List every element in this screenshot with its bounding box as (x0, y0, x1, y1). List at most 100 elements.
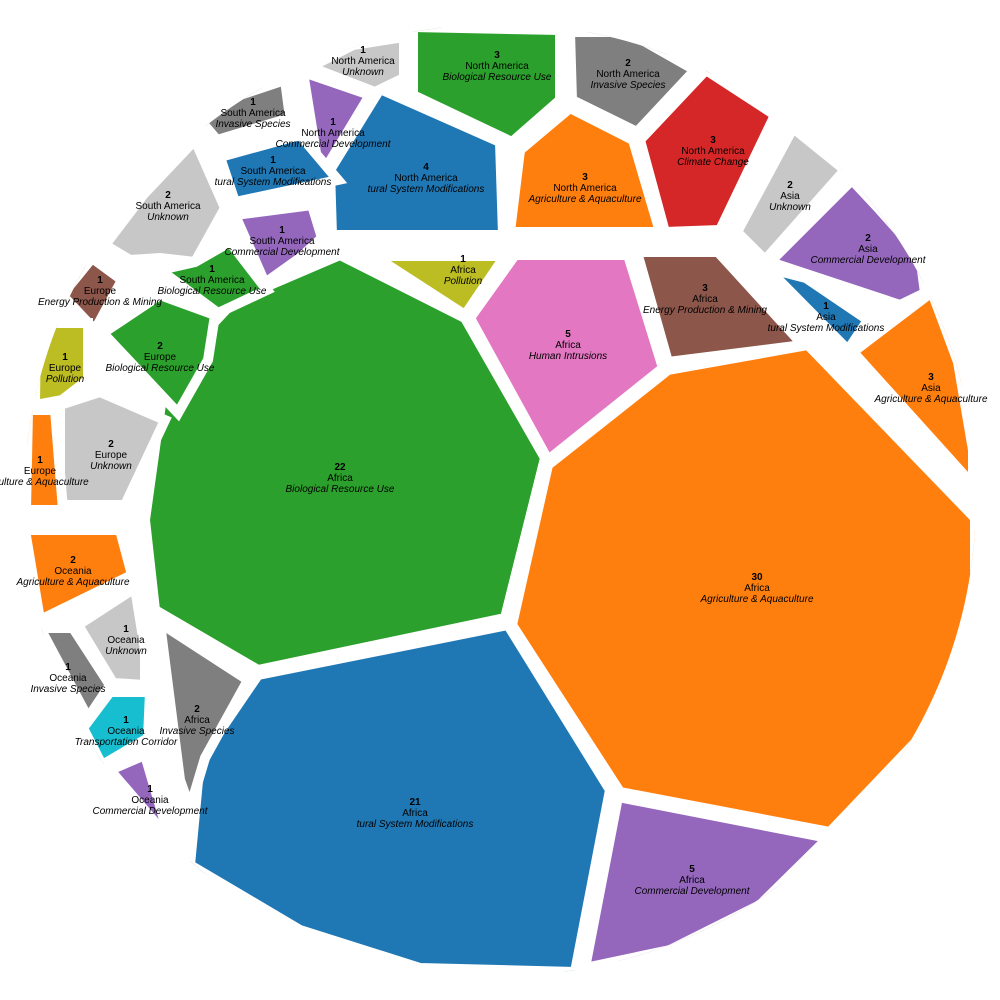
cell-category-label: Commercial Development (92, 806, 208, 817)
cell-count-label: 2 (787, 180, 793, 191)
cell-eu-agri[interactable] (24, 405, 69, 515)
cell-category-label: Commercial Development (810, 255, 926, 266)
cell-region-label: Africa (744, 583, 770, 594)
cell-af-hum[interactable] (464, 250, 669, 468)
cell-region-label: Oceania (54, 566, 92, 577)
cell-category-label: Energy Production & Mining (643, 305, 767, 316)
cell-na-agri[interactable] (504, 102, 667, 237)
cell-region-label: Europe (95, 450, 128, 461)
cell-category-label: Unknown (90, 461, 132, 472)
cell-count-label: 4 (423, 162, 429, 173)
cell-category-label: Agriculture & Aquaculture (699, 594, 813, 605)
cell-oc-com[interactable] (101, 748, 175, 844)
cell-category-label: iculture & Aquaculture (0, 477, 89, 488)
cell-count-label: 3 (494, 50, 500, 61)
cell-count-label: 1 (37, 455, 43, 466)
cell-category-label: Energy Production & Mining (38, 297, 162, 308)
cell-category-label: Pollution (444, 276, 483, 287)
cell-count-label: 21 (409, 797, 421, 808)
cell-oc-agri[interactable] (24, 525, 138, 628)
cell-category-label: Commercial Development (634, 886, 750, 897)
cell-region-label: North America (596, 69, 660, 80)
cell-region-label: Africa (679, 875, 705, 886)
cell-region-label: North America (465, 61, 529, 72)
cell-category-label: Invasive Species (590, 80, 665, 91)
cell-count-label: 3 (710, 135, 716, 146)
cell-region-label: Europe (24, 466, 57, 477)
cell-count-label: 2 (165, 190, 171, 201)
cell-sa-com[interactable] (227, 199, 328, 291)
cell-as-nat[interactable] (750, 258, 875, 358)
cell-af-pol[interactable] (357, 251, 515, 322)
cell-count-label: 1 (123, 715, 129, 726)
cell-sa-unk[interactable] (97, 131, 231, 268)
cell-count-label: 2 (108, 439, 114, 450)
cell-count-label: 1 (823, 301, 829, 312)
cell-region-label: Oceania (107, 635, 145, 646)
cell-category-label: Agriculture & Aquaculture (527, 194, 641, 205)
cell-category-label: Transportation Corridor (75, 737, 178, 748)
cell-count-label: 3 (582, 172, 588, 183)
cell-category-label: Agriculture & Aquaculture (873, 394, 987, 405)
cell-oc-inv[interactable] (31, 623, 116, 728)
cell-category-label: Commercial Development (224, 247, 340, 258)
cell-region-label: Europe (49, 363, 82, 374)
cell-count-label: 1 (123, 624, 129, 635)
cell-eu-bio[interactable] (95, 289, 221, 422)
cell-region-label: Africa (450, 265, 476, 276)
cell-count-label: 1 (147, 784, 153, 795)
cell-category-label: Unknown (769, 202, 811, 213)
cell-na-bio[interactable] (408, 24, 565, 148)
cell-af-energy[interactable] (630, 247, 814, 368)
cell-region-label: Oceania (131, 795, 169, 806)
cell-count-label: 2 (625, 58, 631, 69)
cell-count-label: 2 (157, 341, 163, 352)
cell-region-label: North America (394, 173, 458, 184)
cell-sa-nat[interactable] (213, 129, 348, 208)
cell-category-label: Pollution (46, 374, 85, 385)
cell-region-label: South America (220, 108, 285, 119)
cell-category-label: tural System Modifications (768, 323, 885, 334)
cell-sa-bio[interactable] (148, 235, 275, 319)
cell-category-label: Commercial Development (275, 139, 391, 150)
cell-category-label: Biological Resource Use (443, 72, 552, 83)
cell-count-label: 30 (751, 572, 763, 583)
cells-group (24, 24, 976, 976)
cell-count-label: 1 (360, 45, 366, 56)
cell-count-label: 1 (65, 662, 71, 673)
cell-na-clim[interactable] (634, 63, 782, 238)
cell-region-label: Asia (780, 191, 800, 202)
cell-as-agri[interactable] (845, 283, 976, 499)
cell-region-label: Asia (858, 244, 878, 255)
cell-region-label: Africa (402, 808, 428, 819)
cell-region-label: North America (331, 56, 395, 67)
cell-af-inv[interactable] (153, 612, 255, 825)
cell-count-label: 1 (250, 97, 256, 108)
cell-count-label: 1 (460, 254, 466, 265)
cell-category-label: Biological Resource Use (286, 484, 395, 495)
cell-count-label: 5 (689, 864, 695, 875)
cell-region-label: Africa (184, 715, 210, 726)
